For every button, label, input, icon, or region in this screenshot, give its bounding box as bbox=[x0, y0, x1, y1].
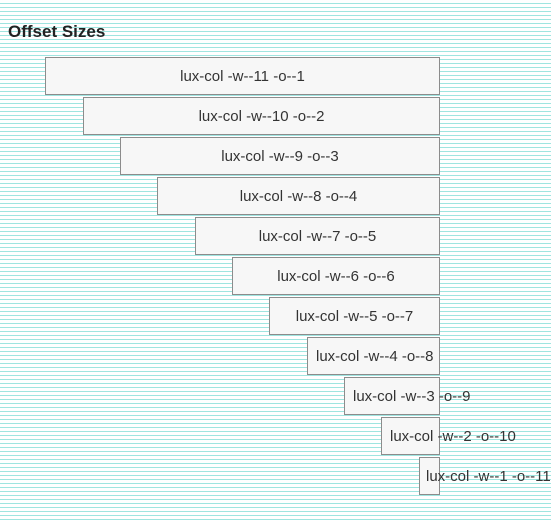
grid-row: lux-col -w--9 -o--3 bbox=[0, 137, 448, 177]
lux-col-label: lux-col -w--4 -o--8 bbox=[316, 347, 434, 365]
lux-col-cell: lux-col -w--7 -o--5 bbox=[195, 217, 440, 255]
lux-col-label: lux-col -w--8 -o--4 bbox=[239, 187, 358, 205]
lux-col-cell: lux-col -w--5 -o--7 bbox=[269, 297, 440, 335]
lux-col-cell: lux-col -w--3 -o--9 bbox=[344, 377, 471, 415]
grid-row: lux-col -w--2 -o--10 bbox=[0, 417, 516, 457]
grid-row: lux-col -w--4 -o--8 bbox=[0, 337, 448, 377]
grid-row: lux-col -w--7 -o--5 bbox=[0, 217, 448, 257]
grid-row: lux-col -w--11 -o--1 bbox=[0, 57, 448, 97]
grid-row: lux-col -w--3 -o--9 bbox=[0, 377, 471, 417]
page-title: Offset Sizes bbox=[8, 22, 106, 41]
lux-col-label: lux-col -w--5 -o--7 bbox=[295, 307, 414, 325]
grid-row: lux-col -w--6 -o--6 bbox=[0, 257, 448, 297]
lux-col-cell: lux-col -w--9 -o--3 bbox=[120, 137, 440, 175]
lux-col-label: lux-col -w--2 -o--10 bbox=[390, 427, 516, 445]
lux-col-cell: lux-col -w--11 -o--1 bbox=[45, 57, 440, 95]
lux-col-label: lux-col -w--6 -o--6 bbox=[277, 267, 395, 285]
lux-col-label: lux-col -w--9 -o--3 bbox=[221, 147, 339, 165]
lux-col-cell: lux-col -w--2 -o--10 bbox=[381, 417, 516, 455]
lux-col-label: lux-col -w--1 -o--11 bbox=[426, 467, 551, 485]
lux-col-label: lux-col -w--10 -o--2 bbox=[198, 107, 325, 125]
lux-col-label: lux-col -w--3 -o--9 bbox=[353, 387, 471, 405]
lux-col-cell: lux-col -w--10 -o--2 bbox=[83, 97, 440, 135]
lux-col-label: lux-col -w--11 -o--1 bbox=[180, 67, 305, 85]
grid-row: lux-col -w--5 -o--7 bbox=[0, 297, 448, 337]
lux-col-cell: lux-col -w--4 -o--8 bbox=[307, 337, 440, 375]
grid-row: lux-col -w--8 -o--4 bbox=[0, 177, 448, 217]
grid-row: lux-col -w--1 -o--11 bbox=[0, 457, 551, 497]
lux-col-cell: lux-col -w--8 -o--4 bbox=[157, 177, 440, 215]
grid-row: lux-col -w--10 -o--2 bbox=[0, 97, 448, 137]
lux-col-cell: lux-col -w--6 -o--6 bbox=[232, 257, 440, 295]
lux-col-cell: lux-col -w--1 -o--11 bbox=[419, 457, 551, 495]
lux-col-label: lux-col -w--7 -o--5 bbox=[258, 227, 377, 245]
